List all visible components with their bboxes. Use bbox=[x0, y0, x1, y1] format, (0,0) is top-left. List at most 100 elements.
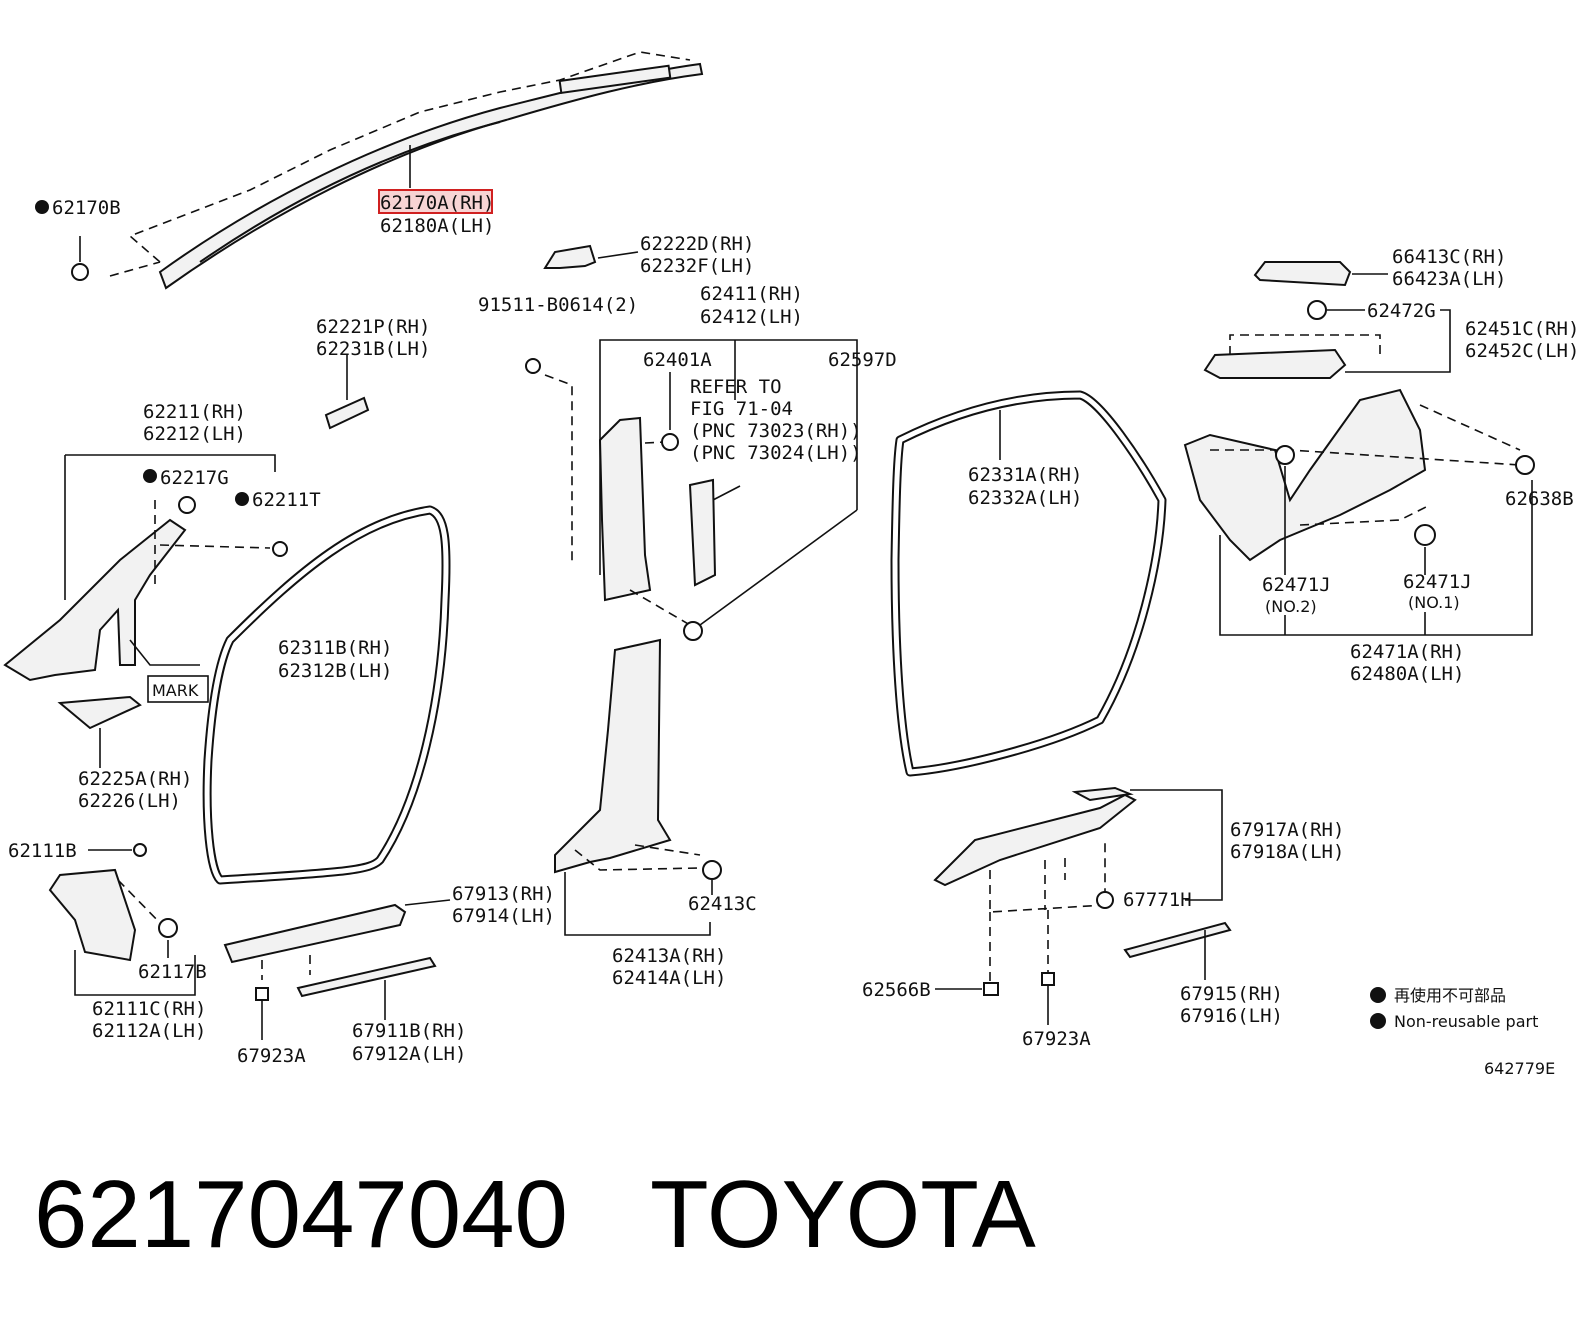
callout-62414A-lh: 62414A(LH) bbox=[612, 967, 726, 989]
clip-62117B bbox=[158, 918, 178, 938]
package-tray-side-part bbox=[1203, 334, 1381, 379]
callout-62221P-rh: 62221P(RH) bbox=[316, 316, 430, 338]
callout-91511: 91511-B0614(2) bbox=[478, 294, 638, 316]
rear-door-weatherstrip-part bbox=[890, 390, 1167, 777]
center-pillar-lower-part bbox=[554, 638, 701, 874]
clip-62471J-no1 bbox=[1414, 524, 1436, 546]
figure-code: 642779E bbox=[1484, 1059, 1555, 1078]
callout-62211T: 62211T bbox=[252, 489, 321, 511]
callout-62170A-rh: 62170A(RH) bbox=[380, 192, 494, 214]
quarter-trim-part bbox=[1183, 388, 1521, 562]
clip-67923A-left bbox=[255, 987, 269, 1001]
refer-line-2: FIG 71-04 bbox=[690, 398, 793, 420]
legend-jp: 再使用不可部品 bbox=[1394, 986, 1506, 1005]
front-door-weatherstrip-part bbox=[202, 505, 451, 885]
roof-garnish-part bbox=[109, 51, 704, 290]
dash-rear-scuff-clips bbox=[989, 910, 1049, 985]
clip-62413C bbox=[702, 860, 722, 880]
callout-67917A-rh: 67917A(RH) bbox=[1230, 819, 1344, 841]
callout-67911B-rh: 67911B(RH) bbox=[352, 1020, 466, 1042]
callout-62597D: 62597D bbox=[828, 349, 897, 371]
callout-67923A-left: 67923A bbox=[237, 1045, 306, 1067]
bolt-91511 bbox=[525, 358, 541, 374]
callout-62231B-lh: 62231B(LH) bbox=[316, 338, 430, 360]
refer-line-1: REFER TO bbox=[690, 376, 782, 398]
label-no1: (NO.1) bbox=[1408, 593, 1460, 612]
front-scuff-plate-part bbox=[223, 899, 451, 980]
clip-62111B bbox=[133, 843, 147, 857]
bracket-62451C bbox=[1345, 309, 1451, 373]
non-reusable-dot bbox=[235, 492, 249, 506]
callout-67916-lh: 67916(LH) bbox=[1180, 1005, 1283, 1027]
callout-67915-rh: 67915(RH) bbox=[1180, 983, 1283, 1005]
legend-en: Non-reusable part bbox=[1394, 1012, 1538, 1031]
callout-62311B-rh: 62311B(RH) bbox=[278, 637, 392, 659]
highlight-box bbox=[378, 189, 493, 214]
callout-62413C: 62413C bbox=[688, 893, 757, 915]
bracket-67917A bbox=[1130, 789, 1223, 901]
bracket-62222D-part bbox=[543, 244, 639, 269]
callout-67913-rh: 67913(RH) bbox=[452, 883, 555, 905]
cover-62225A-part bbox=[57, 695, 142, 768]
rear-scuff-plate-part bbox=[933, 786, 1137, 913]
callout-67923A-right: 67923A bbox=[1022, 1028, 1091, 1050]
leader-62597D bbox=[699, 509, 858, 626]
callout-62111B: 62111B bbox=[8, 840, 77, 862]
callout-62111C-rh: 62111C(RH) bbox=[92, 998, 206, 1020]
callout-66413C-rh: 66413C(RH) bbox=[1392, 246, 1506, 268]
mark-box bbox=[147, 675, 209, 703]
a-pillar-garnish-part bbox=[3, 500, 271, 682]
callout-62112A-lh: 62112A(LH) bbox=[92, 1020, 206, 1042]
part-number: 6217047040 bbox=[34, 1161, 568, 1268]
callout-62638B: 62638B bbox=[1505, 488, 1574, 510]
callout-62472G: 62472G bbox=[1367, 300, 1436, 322]
front-scuff-strip-67911B-part bbox=[296, 956, 437, 1020]
callout-62226-lh: 62226(LH) bbox=[78, 790, 181, 812]
cowl-side-62111C-part bbox=[48, 868, 166, 962]
center-pillar-upper-part bbox=[598, 416, 691, 626]
callout-62452C-lh: 62452C(LH) bbox=[1465, 340, 1579, 362]
callout-62451C-rh: 62451C(RH) bbox=[1465, 318, 1579, 340]
brand-name: TOYOTA bbox=[650, 1161, 1036, 1268]
callout-67918A-lh: 67918A(LH) bbox=[1230, 841, 1344, 863]
callout-62471A-rh: 62471A(RH) bbox=[1350, 641, 1464, 663]
callout-62212-lh: 62212(LH) bbox=[143, 423, 246, 445]
dash-91511 bbox=[544, 374, 573, 565]
refer-line-3: (PNC 73023(RH)) bbox=[690, 420, 862, 442]
clip-67923A-right bbox=[1041, 972, 1055, 986]
clip-62217G bbox=[178, 496, 196, 514]
callout-62413A-rh: 62413A(RH) bbox=[612, 945, 726, 967]
callout-62232F-lh: 62232F(LH) bbox=[640, 255, 754, 277]
bracket-62413A bbox=[564, 872, 711, 936]
callout-62312B-lh: 62312B(LH) bbox=[278, 660, 392, 682]
legend-dot-en bbox=[1370, 1013, 1386, 1029]
callout-62180A-lh: 62180A(LH) bbox=[380, 215, 494, 237]
callout-62225A-rh: 62225A(RH) bbox=[78, 768, 192, 790]
legend-dot-jp bbox=[1370, 987, 1386, 1003]
clip-67771H bbox=[1096, 891, 1114, 909]
callout-62566B: 62566B bbox=[862, 979, 931, 1001]
non-reusable-dot bbox=[35, 200, 49, 214]
clip-62597D bbox=[683, 621, 703, 641]
callout-62332A-lh: 62332A(LH) bbox=[968, 487, 1082, 509]
seatbelt-anchor-part bbox=[688, 478, 741, 587]
callout-62471J-a: 62471J bbox=[1262, 574, 1331, 596]
callout-62211-rh: 62211(RH) bbox=[143, 401, 246, 423]
clip-62170B bbox=[71, 236, 89, 281]
plate-62221P-part bbox=[324, 355, 370, 430]
callout-62217G: 62217G bbox=[160, 467, 229, 489]
callout-67771H: 67771H bbox=[1123, 889, 1192, 911]
clip-62211T bbox=[272, 541, 288, 557]
refer-line-4: (PNC 73024(LH)) bbox=[690, 442, 862, 464]
clip-62401A bbox=[661, 433, 679, 451]
bracket-62111C bbox=[74, 950, 196, 996]
callout-62411-rh: 62411(RH) bbox=[700, 283, 803, 305]
callout-62480A-lh: 62480A(LH) bbox=[1350, 663, 1464, 685]
callout-62170B: 62170B bbox=[52, 197, 121, 219]
callout-66423A-lh: 66423A(LH) bbox=[1392, 268, 1506, 290]
callout-67912A-lh: 67912A(LH) bbox=[352, 1043, 466, 1065]
callout-62471J-b: 62471J bbox=[1403, 571, 1472, 593]
callout-62222D-rh: 62222D(RH) bbox=[640, 233, 754, 255]
clip-62471J-no2 bbox=[1275, 445, 1295, 465]
